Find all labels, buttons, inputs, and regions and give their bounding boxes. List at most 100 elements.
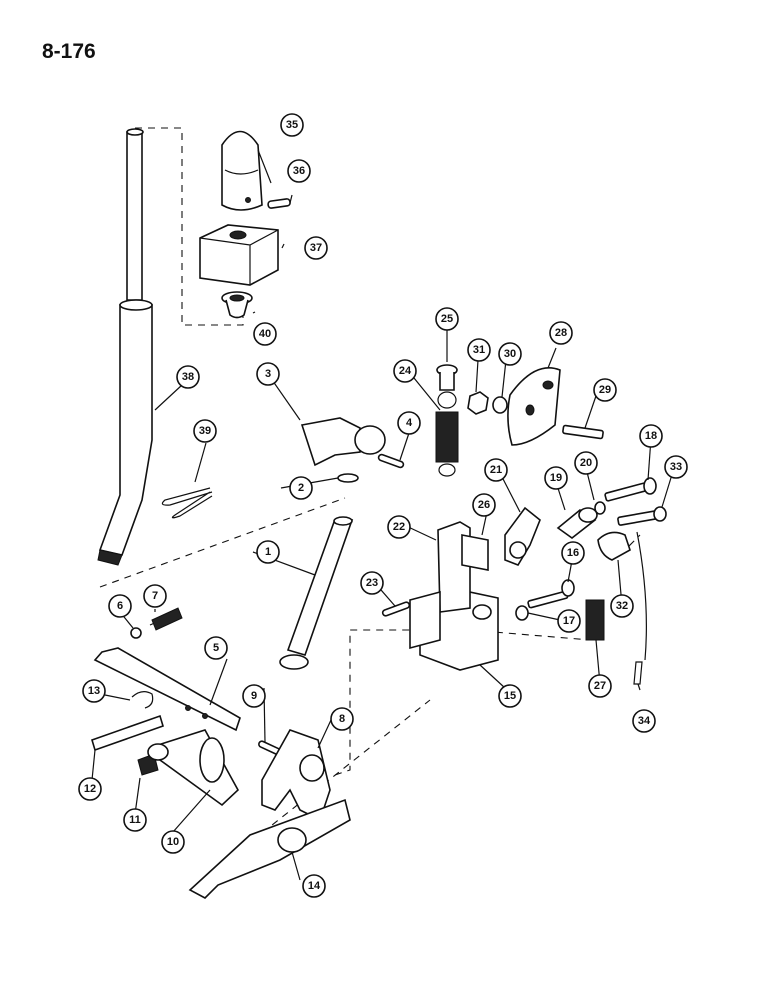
washer-part-20 [594, 501, 606, 515]
callout-12: 12 [78, 777, 102, 801]
svg-text:32: 32 [616, 600, 628, 612]
callout-3: 3 [256, 362, 280, 386]
svg-text:8: 8 [339, 713, 345, 725]
spring-part-27 [585, 599, 605, 641]
callout-7: 7 [143, 584, 167, 608]
spring-part-24 [435, 391, 459, 477]
callout-8: 8 [330, 707, 354, 731]
svg-text:40: 40 [259, 328, 271, 340]
pin-part-36 [267, 198, 291, 209]
clip-part-39 [161, 487, 213, 519]
callout-38: 38 [176, 365, 200, 389]
callout-4: 4 [397, 411, 421, 435]
svg-text:25: 25 [441, 313, 453, 325]
svg-text:6: 6 [117, 600, 123, 612]
callout-18: 18 [639, 424, 663, 448]
svg-text:1: 1 [265, 546, 271, 558]
svg-text:38: 38 [182, 371, 194, 383]
svg-text:23: 23 [366, 577, 378, 589]
callout-32: 32 [610, 594, 634, 618]
callout-25: 25 [435, 307, 459, 331]
callout-35: 35 [280, 113, 304, 137]
svg-text:19: 19 [550, 472, 562, 484]
svg-text:10: 10 [167, 836, 179, 848]
callout-26: 26 [472, 493, 496, 517]
block-part-37 [199, 224, 279, 286]
callout-39: 39 [193, 419, 217, 443]
callout-28: 28 [549, 321, 573, 345]
callout-31: 31 [467, 338, 491, 362]
callout-27: 27 [588, 674, 612, 698]
svg-text:26: 26 [478, 499, 490, 511]
svg-text:33: 33 [670, 461, 682, 473]
svg-text:11: 11 [129, 814, 141, 826]
stud-part-29 [562, 424, 604, 440]
bolt-part-16 [527, 579, 575, 609]
pin-part-4 [377, 453, 405, 469]
svg-text:7: 7 [152, 590, 158, 602]
callout-19: 19 [544, 466, 568, 490]
callout-13: 13 [82, 679, 106, 703]
callout-29: 29 [593, 378, 617, 402]
snap-ring-part-13 [131, 691, 154, 709]
shift-lever-part-38 [97, 128, 153, 566]
washer-part-17 [515, 605, 529, 621]
callout-15: 15 [498, 684, 522, 708]
spring-part-7 [149, 607, 183, 631]
leader-lines [91, 149, 675, 881]
lever-part-10 [147, 729, 240, 807]
callout-23: 23 [360, 571, 384, 595]
callout-37: 37 [304, 236, 328, 260]
svg-text:28: 28 [555, 327, 567, 339]
shaft-part-1 [279, 516, 354, 670]
svg-text:5: 5 [213, 642, 219, 654]
callout-11: 11 [123, 808, 147, 832]
callout-16: 16 [561, 541, 585, 565]
bolt-part-18 [604, 477, 657, 502]
svg-text:31: 31 [473, 344, 485, 356]
svg-text:20: 20 [580, 457, 592, 469]
block-assembly-part-15 [409, 521, 499, 671]
svg-text:18: 18 [645, 430, 657, 442]
rail-part-5 [93, 647, 241, 732]
svg-text:4: 4 [406, 417, 413, 429]
svg-text:30: 30 [504, 348, 516, 360]
svg-text:39: 39 [199, 425, 211, 437]
callouts: 1 2 3 4 5 6 7 8 9 10 11 12 13 14 15 16 1… [78, 113, 688, 898]
callout-1: 1 [256, 540, 280, 564]
clevis-part-32 [597, 531, 631, 561]
cotter-pin-part-34 [633, 661, 643, 685]
bolt-part-33 [617, 506, 667, 526]
ball-part-6 [130, 627, 142, 639]
svg-text:21: 21 [490, 464, 502, 476]
arm-part-21 [504, 506, 541, 566]
svg-text:17: 17 [563, 615, 575, 627]
svg-text:2: 2 [298, 482, 304, 494]
link-part-26 [461, 534, 489, 571]
rod-part-12 [91, 714, 164, 752]
callout-17: 17 [557, 609, 581, 633]
svg-text:3: 3 [265, 368, 271, 380]
svg-text:9: 9 [251, 690, 257, 702]
knob-part-35 [221, 130, 263, 211]
callout-36: 36 [287, 159, 311, 183]
bushing-part-40 [221, 291, 253, 319]
lever-part-3 [300, 417, 386, 467]
callout-40: 40 [253, 322, 277, 346]
svg-text:37: 37 [310, 242, 322, 254]
callout-21: 21 [484, 458, 508, 482]
svg-text:16: 16 [567, 547, 579, 559]
svg-text:15: 15 [504, 690, 516, 702]
callout-14: 14 [302, 874, 326, 898]
callout-22: 22 [387, 515, 411, 539]
sleeve-part-19 [556, 507, 598, 539]
svg-text:12: 12 [84, 783, 96, 795]
svg-text:29: 29 [599, 384, 611, 396]
callout-20: 20 [574, 451, 598, 475]
callout-34: 34 [632, 709, 656, 733]
nut-part-31 [467, 391, 489, 415]
cam-plate-part-28 [507, 366, 561, 446]
fork-part-8 [261, 729, 331, 822]
svg-text:36: 36 [293, 165, 305, 177]
